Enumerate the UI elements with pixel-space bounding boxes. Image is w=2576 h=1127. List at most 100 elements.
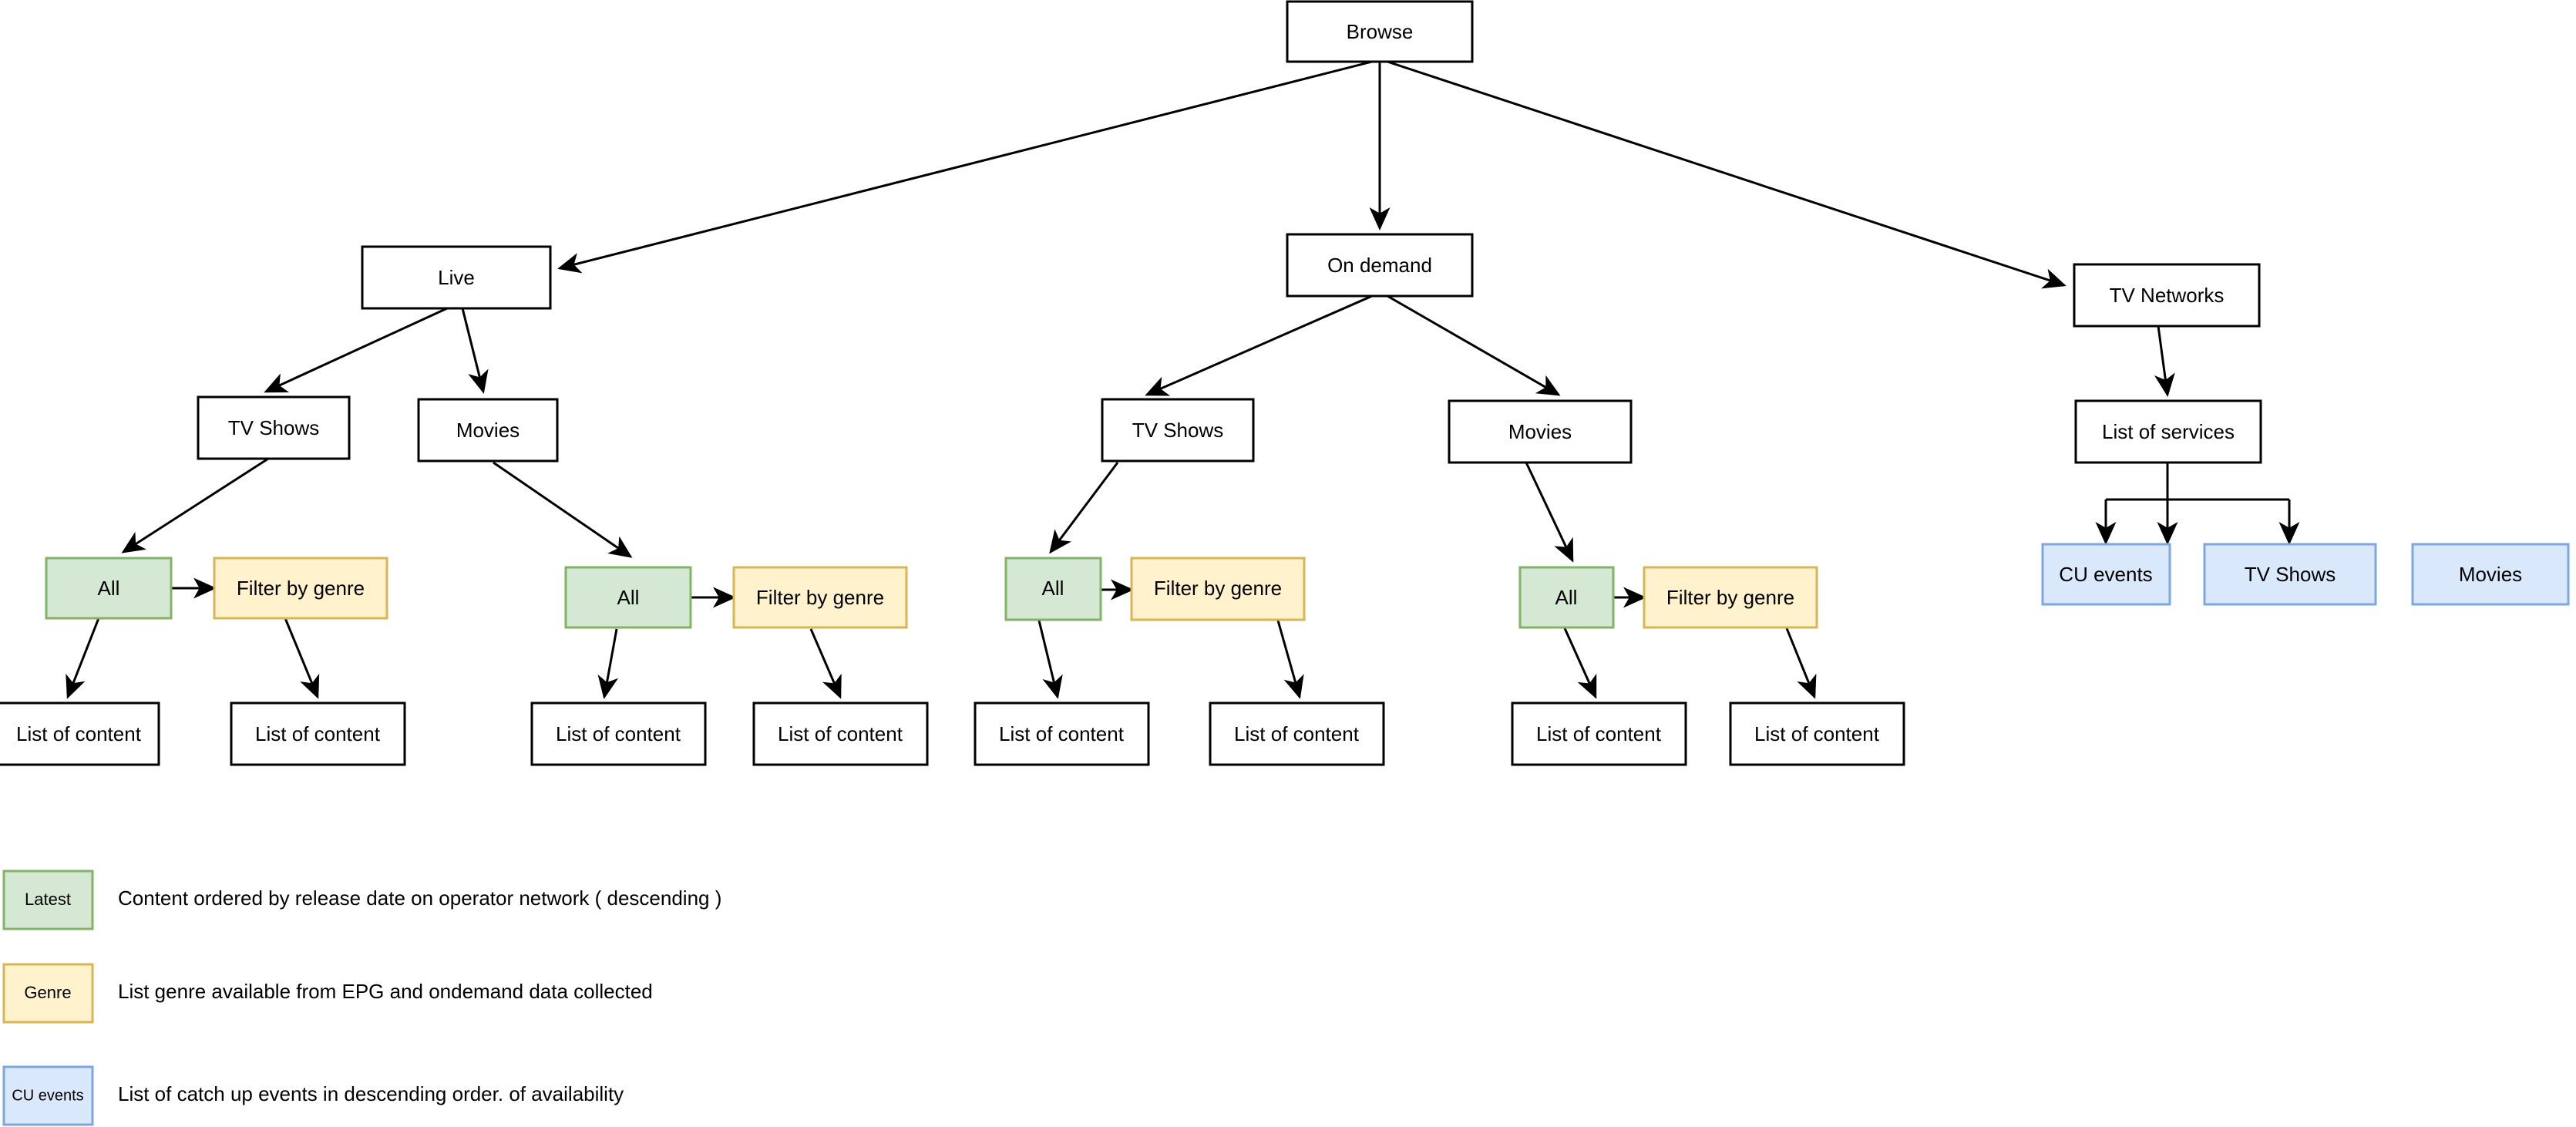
node-list-of-content-8[interactable]: List of content — [1729, 701, 1905, 766]
node-filter-genre-3-label: Filter by genre — [1154, 577, 1282, 600]
legend-swatch-latest — [2, 870, 94, 930]
node-all-4-rect[interactable] — [1518, 566, 1615, 629]
legend-swatch-genre — [2, 963, 94, 1024]
node-filter-genre-4-label: Filter by genre — [1666, 586, 1794, 609]
legend-item-latest: Latest Content ordered by release date o… — [2, 870, 721, 930]
node-live[interactable]: Live — [361, 245, 552, 310]
node-list-of-content-5-rect[interactable] — [974, 701, 1150, 766]
node-services-tv-shows[interactable]: TV Shows — [2203, 543, 2377, 606]
node-list-of-content-1-label: List of content — [16, 722, 142, 745]
node-od-movies-rect[interactable] — [1448, 399, 1633, 464]
node-all-1-rect[interactable] — [45, 557, 173, 620]
node-list-of-content-4[interactable]: List of content — [752, 701, 929, 766]
edge-all2-list3 — [597, 628, 619, 699]
node-live-tv-shows[interactable]: TV Shows — [197, 395, 351, 460]
legend-description-latest: Content ordered by release date on opera… — [118, 886, 721, 910]
node-live-movies-rect[interactable] — [417, 398, 559, 463]
legend-item-cu-events: CU events List of catch up events in des… — [2, 1065, 624, 1126]
edge-live-movies-all — [493, 461, 633, 558]
node-filter-genre-2-label: Filter by genre — [756, 586, 884, 609]
node-browse-rect[interactable] — [1286, 0, 1474, 63]
node-all-3[interactable]: All — [1004, 557, 1102, 621]
legend-description-cu-events: List of catch up events in descending or… — [118, 1082, 624, 1105]
node-list-of-content-3[interactable]: List of content — [530, 701, 707, 766]
node-all-1-label: All — [98, 577, 120, 600]
node-filter-genre-2-rect[interactable] — [732, 566, 908, 629]
node-live-label: Live — [438, 266, 475, 289]
node-services-tv-shows-rect[interactable] — [2203, 543, 2377, 606]
node-filter-genre-3[interactable]: Filter by genre — [1130, 557, 1306, 621]
legend-swatch-genre-label: Genre — [24, 983, 71, 1002]
node-filter-genre-4[interactable]: Filter by genre — [1643, 566, 1818, 629]
node-filter-genre-4-rect[interactable] — [1643, 566, 1818, 629]
edge-genre2-list4 — [809, 628, 842, 699]
node-od-tv-shows[interactable]: TV Shows — [1101, 398, 1255, 463]
node-cu-events-rect[interactable] — [2041, 543, 2171, 606]
edge-browse-tvnetworks — [1387, 60, 2067, 289]
node-list-of-content-4-rect[interactable] — [752, 701, 929, 766]
node-all-4[interactable]: All — [1518, 566, 1615, 629]
node-filter-genre-1-label: Filter by genre — [237, 577, 365, 600]
node-cu-events-label: CU events — [2059, 563, 2152, 586]
node-all-2-label: All — [617, 586, 640, 609]
node-list-of-content-3-label: List of content — [556, 722, 681, 745]
node-list-of-content-2-rect[interactable] — [230, 701, 406, 766]
legend-swatch-cu-events-label: CU events — [12, 1087, 83, 1104]
node-list-of-content-5[interactable]: List of content — [974, 701, 1150, 766]
node-all-3-rect[interactable] — [1004, 557, 1102, 621]
node-all-3-label: All — [1042, 577, 1064, 600]
node-on-demand[interactable]: On demand — [1286, 233, 1474, 298]
node-list-of-content-6-label: List of content — [1234, 722, 1360, 745]
node-services-movies-rect[interactable] — [2411, 543, 2570, 606]
node-filter-genre-3-rect[interactable] — [1130, 557, 1306, 621]
edge-layer — [66, 60, 2300, 699]
node-live-tv-shows-rect[interactable] — [197, 395, 351, 460]
node-all-1[interactable]: All — [45, 557, 173, 620]
node-filter-genre-2[interactable]: Filter by genre — [732, 566, 908, 629]
legend-swatch-cu-events — [2, 1065, 94, 1126]
node-list-of-content-3-rect[interactable] — [530, 701, 707, 766]
legend-item-genre: Genre List genre available from EPG and … — [2, 963, 653, 1024]
node-list-of-content-7-rect[interactable] — [1511, 701, 1687, 766]
node-services-tv-shows-label: TV Shows — [2245, 563, 2336, 586]
node-all-2-rect[interactable] — [564, 566, 692, 629]
node-browse-label: Browse — [1347, 20, 1414, 43]
node-services-movies[interactable]: Movies — [2411, 543, 2570, 606]
node-list-of-content-8-rect[interactable] — [1729, 701, 1905, 766]
edge-genre1-list2 — [284, 617, 320, 699]
node-on-demand-rect[interactable] — [1286, 233, 1474, 298]
edge-all4-list7 — [1563, 627, 1597, 699]
node-browse[interactable]: Browse — [1286, 0, 1474, 63]
legend-swatch-latest-label: Latest — [25, 890, 71, 909]
node-cu-events[interactable]: CU events — [2041, 543, 2171, 606]
node-list-of-content-2-label: List of content — [255, 722, 381, 745]
edge-genre4-list8 — [1785, 627, 1817, 699]
node-live-rect[interactable] — [361, 245, 552, 310]
node-list-of-content-4-label: List of content — [778, 722, 903, 745]
node-list-of-content-6[interactable]: List of content — [1209, 701, 1385, 766]
edge-all3-list5 — [1037, 620, 1063, 699]
edge-all1-list1 — [66, 617, 100, 699]
node-live-movies-label: Movies — [456, 419, 520, 442]
node-all-2[interactable]: All — [564, 566, 692, 629]
edge-ondemand-tvshows — [1145, 294, 1373, 396]
node-list-of-content-7[interactable]: List of content — [1511, 701, 1687, 766]
edge-tvnetworks-services — [2154, 325, 2175, 397]
node-list-of-content-1-rect[interactable] — [0, 701, 160, 766]
node-od-tv-shows-label: TV Shows — [1132, 419, 1224, 442]
node-live-movies[interactable]: Movies — [417, 398, 559, 463]
node-list-of-content-6-rect[interactable] — [1209, 701, 1385, 766]
node-list-of-content-1[interactable]: List of content — [0, 701, 160, 766]
node-list-of-services-label: List of services — [2102, 420, 2235, 443]
node-od-tv-shows-rect[interactable] — [1101, 398, 1255, 463]
node-od-movies[interactable]: Movies — [1448, 399, 1633, 464]
node-list-of-content-5-label: List of content — [999, 722, 1125, 745]
edge-genre3-list6 — [1276, 620, 1304, 699]
node-tv-networks-rect[interactable] — [2073, 263, 2261, 328]
node-list-of-services-rect[interactable] — [2074, 399, 2262, 464]
node-list-of-services[interactable]: List of services — [2074, 399, 2262, 464]
node-filter-genre-1-rect[interactable] — [213, 557, 388, 620]
node-tv-networks[interactable]: TV Networks — [2073, 263, 2261, 328]
node-filter-genre-1[interactable]: Filter by genre — [213, 557, 388, 620]
node-list-of-content-2[interactable]: List of content — [230, 701, 406, 766]
